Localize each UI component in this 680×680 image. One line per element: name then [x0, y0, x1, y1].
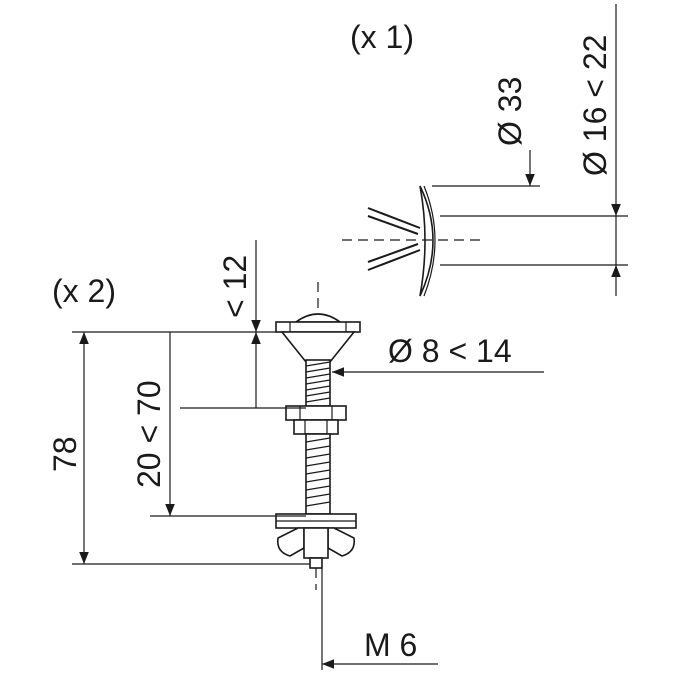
bolt-shank-lower [305, 433, 331, 515]
dim-adjust-range: 20 < 70 [131, 332, 306, 517]
cap-dome-edge [423, 185, 436, 297]
bolt-quantity-label: (x 2) [52, 273, 116, 309]
bolt-head-flange [275, 321, 361, 333]
bolt-tip [309, 557, 323, 569]
bolt-wing-right [327, 527, 356, 557]
bolt-wing-left [276, 527, 305, 557]
dim-adjust-range-label: 20 < 70 [131, 380, 167, 488]
bolt-thread-upper [305, 361, 331, 403]
bolt-assembly [275, 282, 361, 590]
bolt-cone [280, 331, 356, 363]
dim-total-length-label: 78 [47, 436, 83, 472]
dim-hole-range-label: Ø 16 < 22 [577, 35, 613, 176]
cap-prong-top [367, 207, 421, 229]
cap-prong-bottom [367, 249, 421, 271]
dim-shank-range: Ø 8 < 14 [332, 333, 544, 377]
bolt-head-dome [293, 313, 343, 323]
bolt-wing-nut-body [303, 527, 329, 559]
dim-head-height-label: < 12 [217, 255, 253, 318]
dim-cap-diameter-label: Ø 33 [492, 77, 528, 146]
dim-cap-diameter: Ø 33 [432, 77, 540, 187]
dim-thread-label: M 6 [364, 627, 417, 663]
bolt-upper-nut-lower [293, 419, 339, 435]
dim-shank-range-label: Ø 8 < 14 [388, 333, 512, 369]
dim-total-length: 78 [47, 331, 310, 565]
cap-prong-bottom-inner [367, 243, 419, 263]
dim-thread: M 6 [321, 568, 438, 670]
cap-part [342, 185, 486, 297]
dim-hole-range: Ø 16 < 22 [440, 4, 628, 296]
cap-dome [419, 185, 434, 297]
dim-head-height: < 12 [217, 240, 261, 408]
bolt-thread-lower [305, 437, 331, 507]
cap-prong-top-inner [367, 215, 419, 235]
cap-quantity-label: (x 1) [350, 19, 414, 55]
